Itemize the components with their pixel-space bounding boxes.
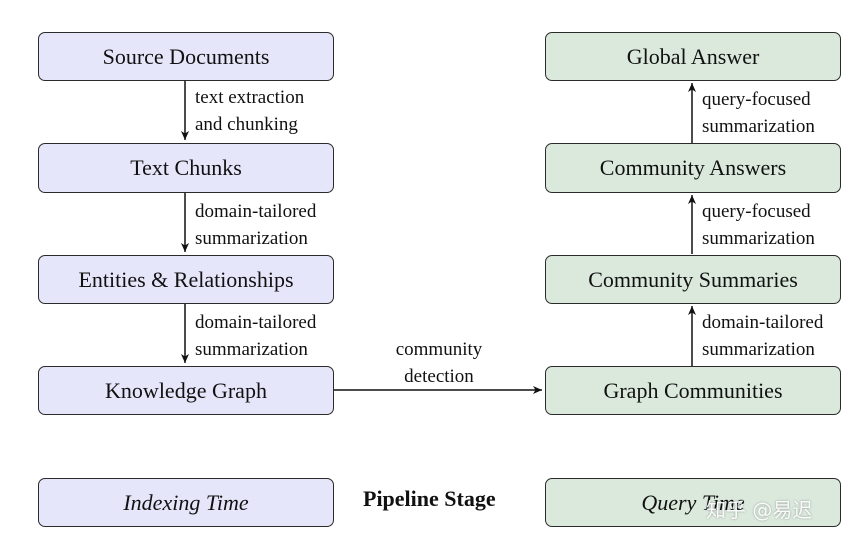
legend-query-time-label: Query Time (641, 489, 745, 515)
edge-label-text-extraction: text extraction and chunking (195, 87, 305, 135)
knowledge-graph-node: Knowledge Graph (38, 366, 334, 415)
text-chunks-label: Text Chunks (130, 155, 242, 180)
edge-label-domain-tailored-2: domain-tailored summarization (195, 312, 317, 360)
text-chunks-node: Text Chunks (38, 143, 334, 193)
community-summaries-label: Community Summaries (588, 266, 798, 292)
entities-relationships-node: Entities & Relationships (38, 255, 334, 304)
legend-indexing-time-label: Indexing Time (123, 489, 249, 515)
community-answers-label: Community Answers (599, 155, 787, 180)
source-documents-label: Source Documents (102, 43, 270, 69)
edge-label-query-focused-2: query-focused summarization (702, 89, 815, 137)
community-summaries-node: Community Summaries (545, 255, 841, 304)
legend-indexing-time: Indexing Time (38, 478, 334, 527)
graph-communities-label: Graph Communities (603, 377, 783, 403)
edge-label-domain-tailored-3: domain-tailored summarization (702, 312, 824, 360)
edge-label-community-detection: community detection (395, 339, 483, 387)
knowledge-graph-label: Knowledge Graph (105, 377, 267, 403)
entities-relationships-label: Entities & Relationships (78, 266, 294, 292)
legend-query-time: Query Time (545, 478, 841, 527)
graph-communities-node: Graph Communities (545, 366, 841, 415)
watermark-text: 知乎 @易迟 (706, 498, 813, 522)
edge-label-domain-tailored-1: domain-tailored summarization (195, 201, 317, 249)
global-answer-node: Global Answer (545, 32, 841, 81)
source-documents-node: Source Documents (38, 32, 334, 81)
legend-pipeline-stage: Pipeline Stage (363, 486, 496, 511)
community-answers-node: Community Answers (545, 143, 841, 193)
edge-label-query-focused-1: query-focused summarization (702, 201, 815, 249)
global-answer-label: Global Answer (626, 43, 760, 69)
